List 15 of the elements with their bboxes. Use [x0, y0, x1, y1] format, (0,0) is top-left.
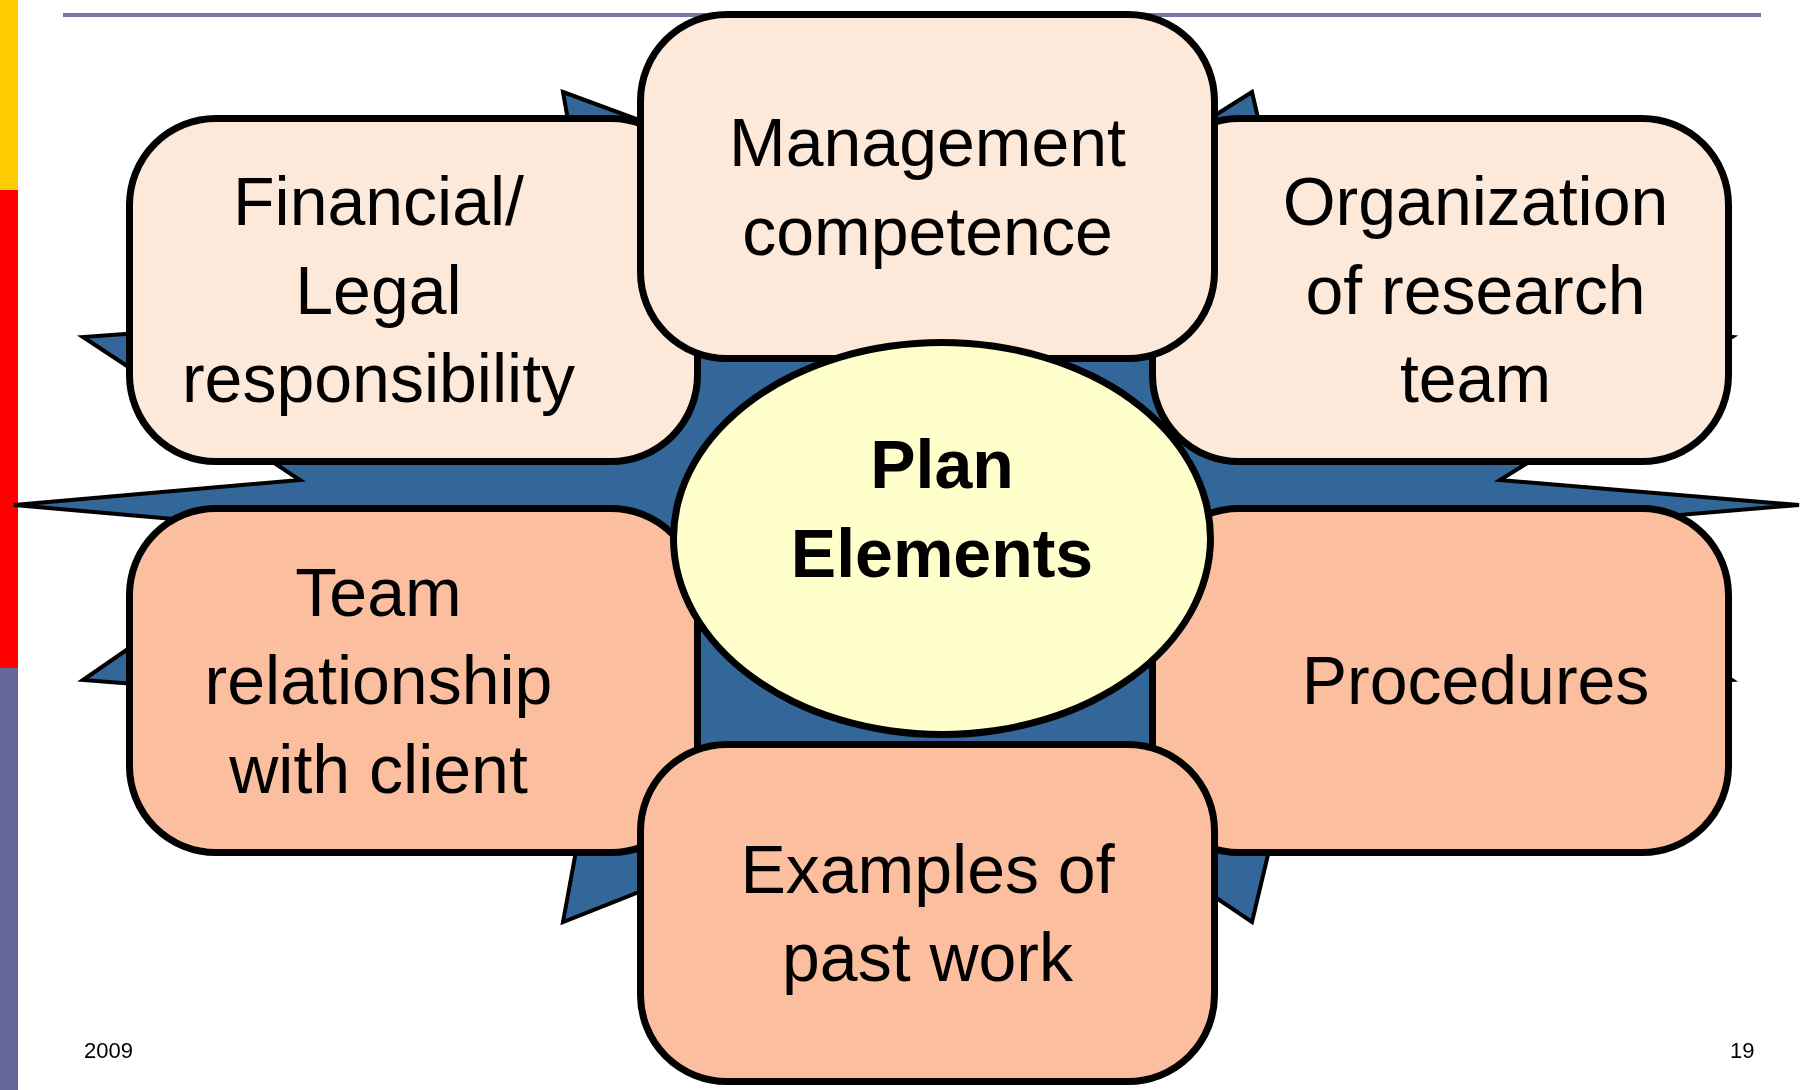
footer-year: 2009 [84, 1038, 133, 1064]
rounded-box [1149, 505, 1732, 856]
box-text: Examples of past work [739, 829, 1116, 997]
center-title: Plan Elements [789, 425, 1095, 593]
rounded-box [637, 741, 1218, 1085]
box-text: Organization of research team [1281, 162, 1670, 419]
rounded-box [1149, 115, 1732, 465]
page-number: 19 [1730, 1038, 1755, 1064]
box-text: Management competence [728, 103, 1127, 271]
box-text: Financial/ Legal responsibility [180, 162, 577, 419]
rounded-box [126, 115, 701, 465]
rounded-box [637, 11, 1218, 362]
box-text: Team relationship with client [203, 552, 554, 809]
rounded-box [126, 505, 701, 856]
box-text: Procedures [1301, 641, 1650, 721]
